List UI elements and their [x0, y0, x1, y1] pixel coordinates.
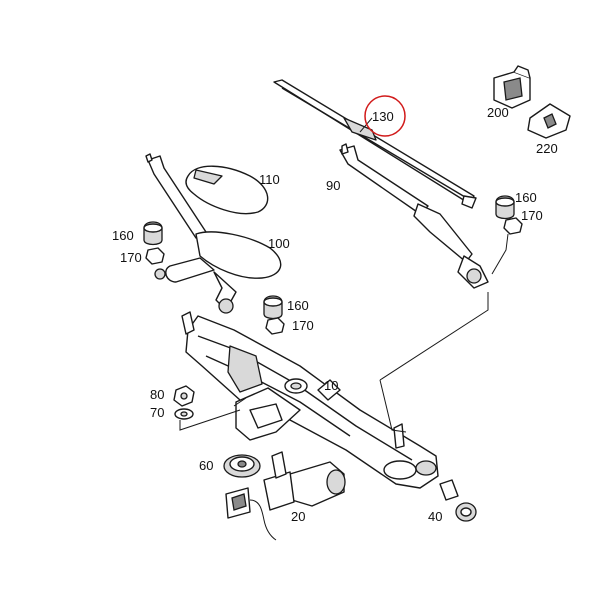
callout-80[interactable]: 80 — [150, 387, 164, 402]
leader-lines — [179, 117, 509, 433]
part-60-gear[interactable] — [223, 454, 261, 478]
part-100-wiper-arm-left[interactable] — [145, 153, 282, 314]
highlight-ring-130 — [364, 95, 406, 137]
fastener-nut-170-center[interactable] — [265, 317, 285, 335]
callout-170-left[interactable]: 170 — [120, 250, 142, 265]
part-90-wiper-arm-right[interactable] — [339, 143, 489, 289]
callout-160-left[interactable]: 160 — [112, 228, 134, 243]
fastener-nut-170-left[interactable] — [145, 247, 165, 265]
callout-60[interactable]: 60 — [199, 458, 213, 473]
callout-170-center[interactable]: 170 — [292, 318, 314, 333]
callout-90[interactable]: 90 — [326, 178, 340, 193]
callout-70[interactable]: 70 — [150, 405, 164, 420]
callout-200[interactable]: 200 — [487, 105, 509, 120]
part-130-wiper-blade[interactable] — [273, 79, 477, 209]
fastener-cap-160-center[interactable] — [263, 295, 283, 320]
fastener-nut-170-right[interactable] — [503, 217, 523, 235]
fastener-cap-160-left[interactable] — [143, 221, 163, 246]
callout-160-center[interactable]: 160 — [287, 298, 309, 313]
callout-130[interactable]: 130 — [372, 109, 394, 124]
part-200-clip[interactable] — [493, 65, 531, 109]
callout-110[interactable]: 110 — [259, 172, 280, 187]
callout-100[interactable]: 100 — [268, 236, 290, 251]
part-220-cover-cap[interactable] — [527, 103, 571, 139]
part-10-wiper-linkage[interactable] — [181, 311, 439, 489]
part-20-wiper-motor[interactable] — [225, 451, 346, 541]
callout-170-right[interactable]: 170 — [521, 208, 543, 223]
part-70-washer[interactable] — [174, 408, 194, 420]
part-110-cover[interactable] — [185, 165, 269, 215]
callout-40[interactable]: 40 — [428, 509, 442, 524]
callout-10[interactable]: 10 — [324, 378, 338, 393]
callout-labels: 130 200 220 110 90 160 170 160 170 100 1… — [112, 105, 558, 524]
callout-160-right[interactable]: 160 — [515, 190, 537, 205]
callout-20[interactable]: 20 — [291, 509, 305, 524]
fastener-cap-160-right[interactable] — [495, 195, 515, 220]
callout-220[interactable]: 220 — [536, 141, 558, 156]
part-80-nut[interactable] — [173, 385, 195, 407]
part-40-grommet[interactable] — [439, 479, 477, 522]
